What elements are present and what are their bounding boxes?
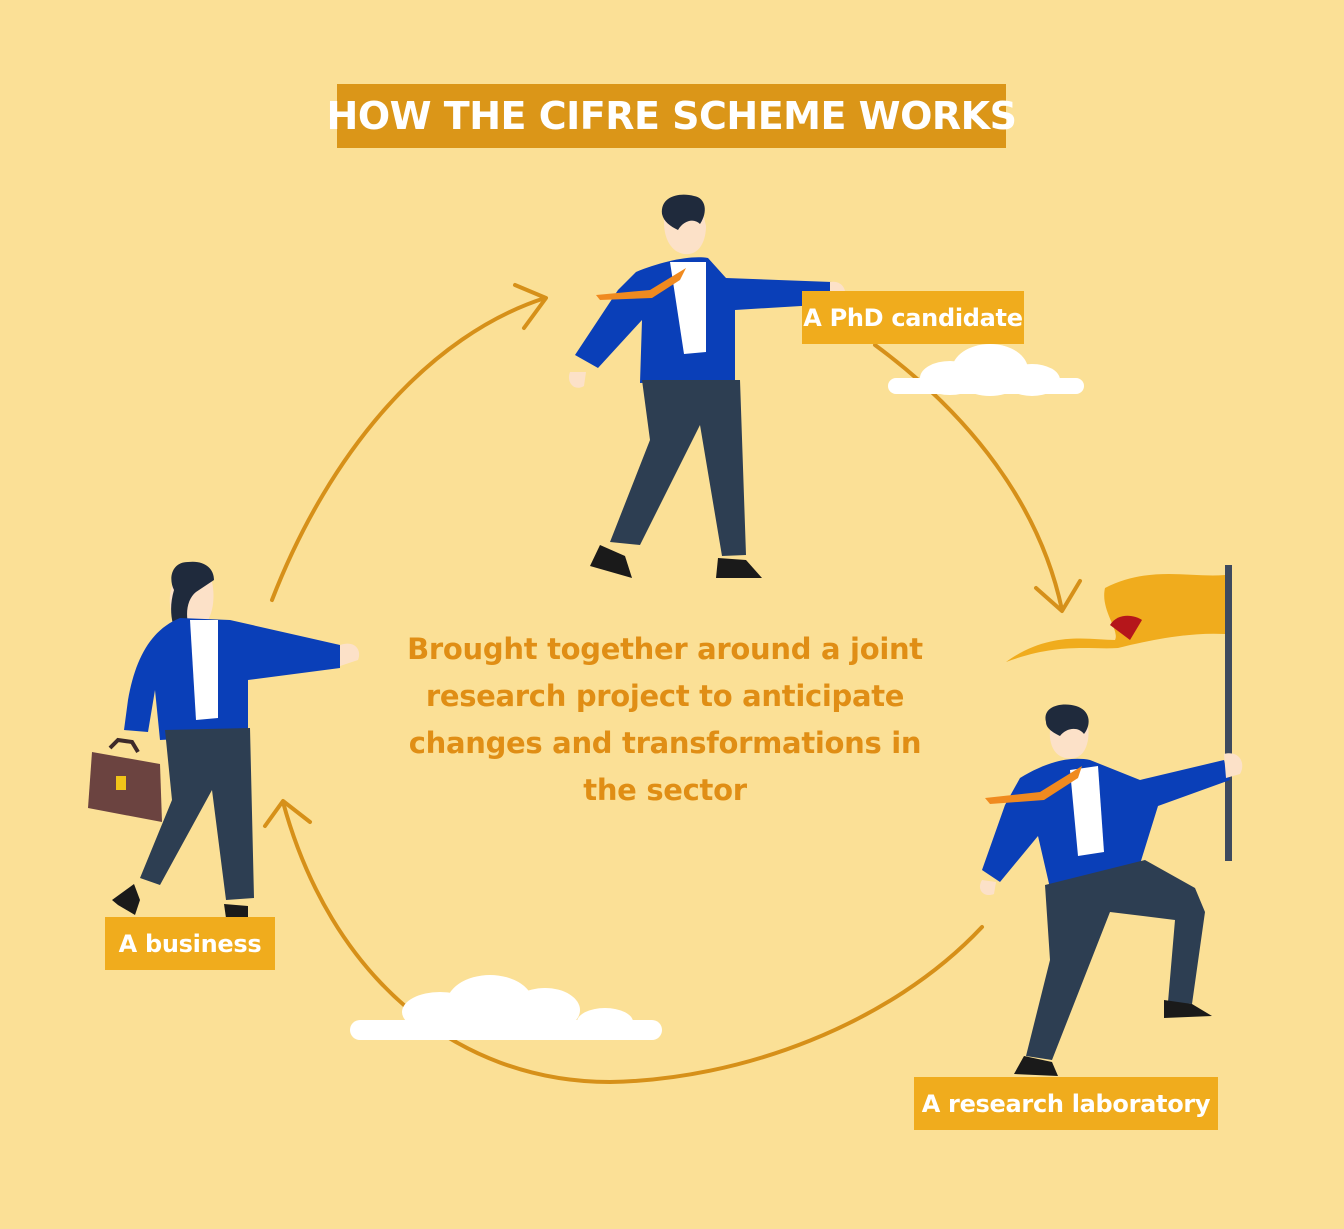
label-phd-candidate: A PhD candidate bbox=[802, 291, 1024, 344]
flag-icon bbox=[1006, 565, 1232, 861]
label-business-text: A business bbox=[118, 929, 262, 958]
arrowhead-lab-to-business bbox=[263, 799, 312, 828]
briefcase-icon bbox=[88, 737, 162, 822]
arrowhead-business-to-phd bbox=[513, 283, 548, 330]
cloud-icon bbox=[350, 975, 662, 1040]
arrow-lab-to-business bbox=[281, 800, 984, 1084]
label-phd-candidate-text: A PhD candidate bbox=[803, 303, 1023, 332]
cycle-arrows bbox=[263, 283, 1082, 1084]
phd-candidate-figure bbox=[568, 194, 846, 578]
label-business: A business bbox=[105, 917, 275, 970]
arrow-business-to-phd bbox=[270, 296, 547, 602]
center-description: Brought together around a joint research… bbox=[407, 632, 923, 807]
label-research-laboratory-text: A research laboratory bbox=[921, 1089, 1211, 1118]
researcher-figure bbox=[979, 704, 1243, 1076]
page-title: HOW THE CIFRE SCHEME WORKS bbox=[326, 94, 1017, 138]
title-banner: HOW THE CIFRE SCHEME WORKS bbox=[327, 84, 1017, 148]
label-research-laboratory: A research laboratory bbox=[914, 1077, 1218, 1130]
arrowhead-phd-to-lab bbox=[1034, 579, 1082, 613]
cloud-icon bbox=[888, 344, 1084, 396]
business-figure bbox=[112, 561, 360, 918]
arrow-phd-to-lab bbox=[873, 343, 1064, 612]
